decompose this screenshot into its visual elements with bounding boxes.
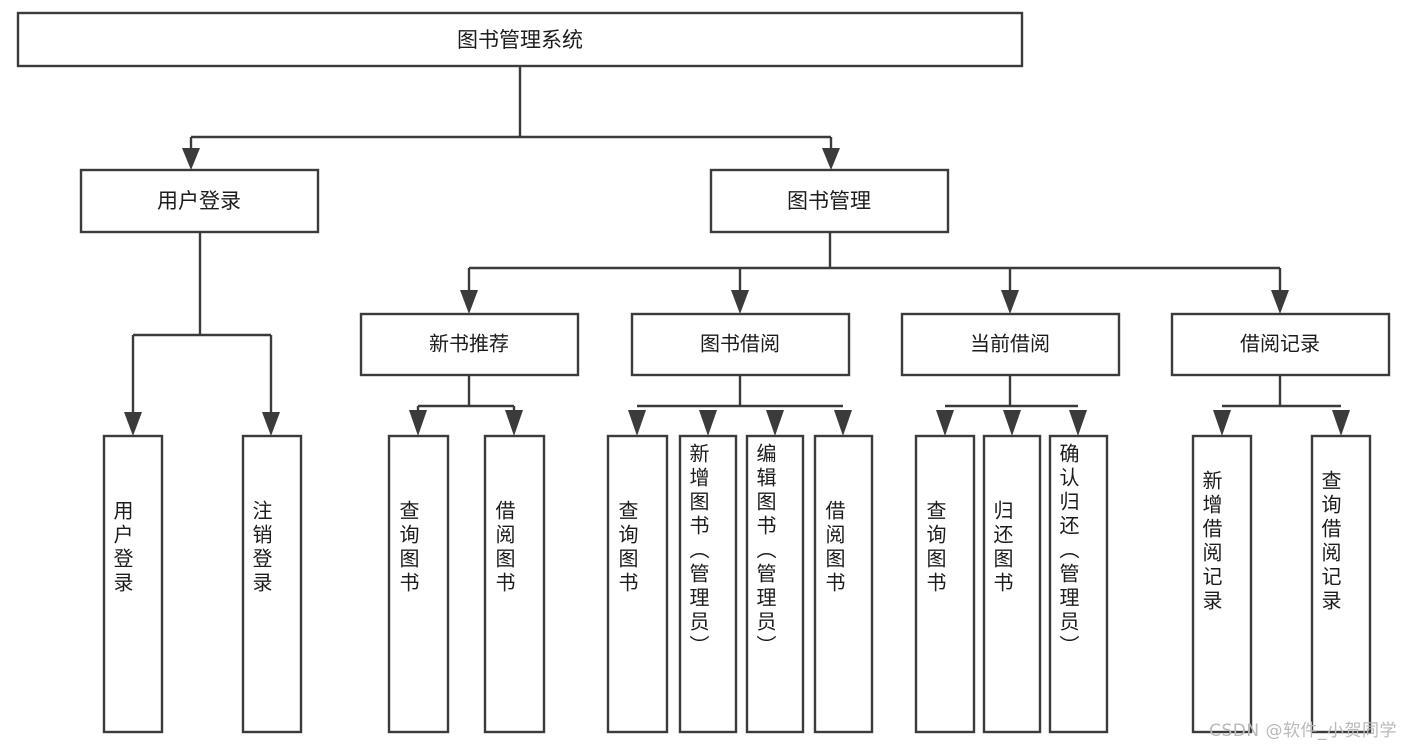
node-borrow-record-label: 借阅记录 bbox=[1240, 332, 1320, 356]
leaf-box-book-borrow-4[interactable] bbox=[813, 434, 874, 734]
node-book-manage[interactable]: 图书管理 bbox=[709, 168, 950, 234]
leaf-box-borrow-record-1[interactable] bbox=[1191, 434, 1253, 734]
arrow-cb-leaf-3 bbox=[1069, 410, 1087, 436]
arrow-bm-to-new-book bbox=[460, 290, 478, 314]
leaf-box-book-borrow-2[interactable] bbox=[678, 434, 738, 734]
node-book-borrow-box[interactable] bbox=[630, 312, 851, 377]
leaf-box-new-book-1[interactable] bbox=[387, 434, 450, 734]
node-new-book-recommend[interactable]: 新书推荐 bbox=[359, 312, 580, 377]
connectors-user-login-to-leaves bbox=[124, 232, 280, 436]
csdn-watermark: CSDN @软件_小贺同学 bbox=[1209, 721, 1397, 741]
node-borrow-record-box[interactable] bbox=[1170, 312, 1391, 377]
connectors-new-book-to-leaves bbox=[409, 375, 523, 436]
connectors-root-to-level2 bbox=[182, 66, 840, 170]
connectors-borrow-record-to-leaves bbox=[1213, 375, 1350, 436]
leaf-box-user-login-1[interactable] bbox=[102, 434, 164, 734]
leaf-box-current-borrow-1[interactable] bbox=[914, 434, 976, 734]
leaf-boxes-book-borrow bbox=[606, 434, 874, 734]
arrow-root-to-book-manage bbox=[822, 148, 840, 170]
leaf-boxes-borrow-record bbox=[1191, 434, 1372, 734]
node-current-borrow-box[interactable] bbox=[900, 312, 1121, 377]
node-book-manage-label: 图书管理 bbox=[787, 189, 871, 213]
node-book-borrow-label: 图书借阅 bbox=[700, 332, 780, 356]
connectors-book-borrow-to-leaves bbox=[628, 375, 852, 436]
node-book-borrow[interactable]: 图书借阅 bbox=[630, 312, 851, 377]
leaf-boxes-new-book bbox=[387, 434, 546, 734]
node-user-login-box[interactable] bbox=[79, 168, 320, 234]
arrow-br-leaf-2 bbox=[1332, 410, 1350, 436]
node-book-manage-box[interactable] bbox=[709, 168, 950, 234]
leaf-box-current-borrow-3[interactable] bbox=[1048, 434, 1109, 734]
arrow-bb-leaf-1 bbox=[628, 410, 646, 436]
arrow-bm-to-borrow-record bbox=[1271, 290, 1289, 314]
leaf-box-current-borrow-2[interactable] bbox=[982, 434, 1042, 734]
node-root[interactable]: 图书管理系统 bbox=[16, 11, 1024, 68]
node-new-book-recommend-box[interactable] bbox=[359, 312, 580, 377]
arrow-user-login-leaf-1 bbox=[124, 412, 142, 436]
arrow-bb-leaf-4 bbox=[834, 410, 852, 436]
connectors-current-borrow-to-leaves bbox=[936, 375, 1087, 436]
arrow-nb-leaf-2 bbox=[505, 410, 523, 436]
node-current-borrow-label: 当前借阅 bbox=[970, 332, 1050, 356]
arrow-cb-leaf-1 bbox=[936, 410, 954, 436]
node-user-login[interactable]: 用户登录 bbox=[79, 168, 320, 234]
arrow-root-to-user-login bbox=[182, 148, 200, 170]
leaf-box-book-borrow-3[interactable] bbox=[745, 434, 805, 734]
leaf-box-user-login-2[interactable] bbox=[241, 434, 303, 734]
node-root-box[interactable] bbox=[16, 11, 1024, 68]
leaf-box-borrow-record-2[interactable] bbox=[1310, 434, 1372, 734]
leaf-box-book-borrow-1[interactable] bbox=[606, 434, 669, 734]
arrow-bb-leaf-2 bbox=[699, 410, 717, 436]
node-root-label: 图书管理系统 bbox=[457, 28, 583, 52]
node-current-borrow[interactable]: 当前借阅 bbox=[900, 312, 1121, 377]
leaf-boxes-user-login bbox=[102, 434, 303, 734]
node-new-book-recommend-label: 新书推荐 bbox=[429, 332, 509, 356]
leaf-box-new-book-2[interactable] bbox=[483, 434, 546, 734]
arrow-nb-leaf-1 bbox=[409, 410, 427, 436]
node-borrow-record[interactable]: 借阅记录 bbox=[1170, 312, 1391, 377]
connectors-book-manage-to-level3 bbox=[460, 232, 1289, 314]
arrow-user-login-leaf-2 bbox=[262, 412, 280, 436]
arrow-br-leaf-1 bbox=[1213, 410, 1231, 436]
arrow-bb-leaf-3 bbox=[766, 410, 784, 436]
arrow-bm-to-book-borrow bbox=[731, 290, 749, 314]
node-user-login-label: 用户登录 bbox=[157, 189, 241, 213]
arrow-bm-to-current-borrow bbox=[1001, 290, 1019, 314]
leaf-boxes-current-borrow bbox=[914, 434, 1109, 734]
arrow-cb-leaf-2 bbox=[1003, 410, 1021, 436]
